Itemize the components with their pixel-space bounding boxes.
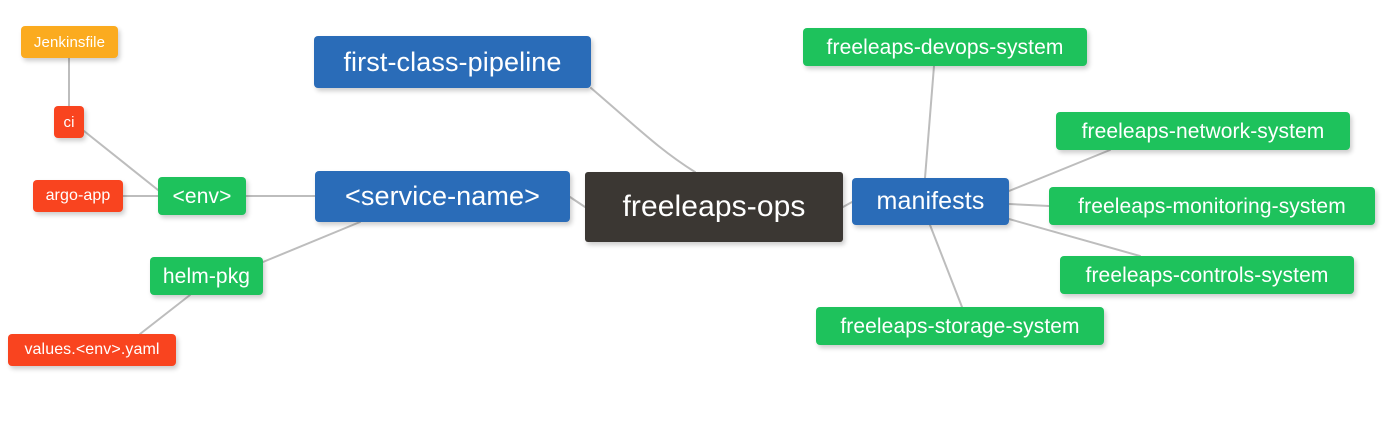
node-argo-app[interactable]: argo-app	[33, 180, 123, 212]
node-freeleaps-monitoring-system[interactable]: freeleaps-monitoring-system	[1049, 187, 1375, 225]
node-manifests[interactable]: manifests	[852, 178, 1009, 225]
node-label-jenkinsfile: Jenkinsfile	[33, 33, 106, 51]
node-label-values-env-yaml: values.<env>.yaml	[24, 341, 160, 358]
node-label-freeleaps-storage-system: freeleaps-storage-system	[840, 314, 1080, 338]
node-freeleaps-network-system[interactable]: freeleaps-network-system	[1056, 112, 1350, 150]
node-env[interactable]: <env>	[158, 177, 246, 215]
node-values-env-yaml[interactable]: values.<env>.yaml	[8, 334, 176, 366]
node-freeleaps-devops-system[interactable]: freeleaps-devops-system	[803, 28, 1087, 66]
node-label-manifests: manifests	[876, 187, 985, 215]
node-label-env: <env>	[172, 184, 232, 208]
node-jenkinsfile[interactable]: Jenkinsfile	[21, 26, 118, 58]
node-label-freeleaps-network-system: freeleaps-network-system	[1081, 119, 1325, 143]
node-label-freeleaps-devops-system: freeleaps-devops-system	[826, 35, 1064, 59]
node-first-class-pipeline[interactable]: first-class-pipeline	[314, 36, 591, 88]
node-freeleaps-storage-system[interactable]: freeleaps-storage-system	[816, 307, 1104, 345]
node-label-helm-pkg: helm-pkg	[162, 264, 251, 288]
node-freeleaps-controls-system[interactable]: freeleaps-controls-system	[1060, 256, 1354, 294]
node-label-freeleaps-monitoring-system: freeleaps-monitoring-system	[1078, 194, 1346, 218]
node-label-freeleaps-controls-system: freeleaps-controls-system	[1085, 263, 1329, 287]
node-label-argo-app: argo-app	[45, 187, 111, 204]
node-helm-pkg[interactable]: helm-pkg	[150, 257, 263, 295]
node-label-service-name: <service-name>	[345, 181, 540, 211]
node-label-root: freeleaps-ops	[622, 190, 806, 223]
node-service-name[interactable]: <service-name>	[315, 171, 570, 222]
node-root[interactable]: freeleaps-ops	[585, 172, 843, 242]
node-label-first-class-pipeline: first-class-pipeline	[343, 46, 562, 77]
node-ci[interactable]: ci	[54, 106, 84, 138]
node-label-ci: ci	[63, 113, 75, 131]
